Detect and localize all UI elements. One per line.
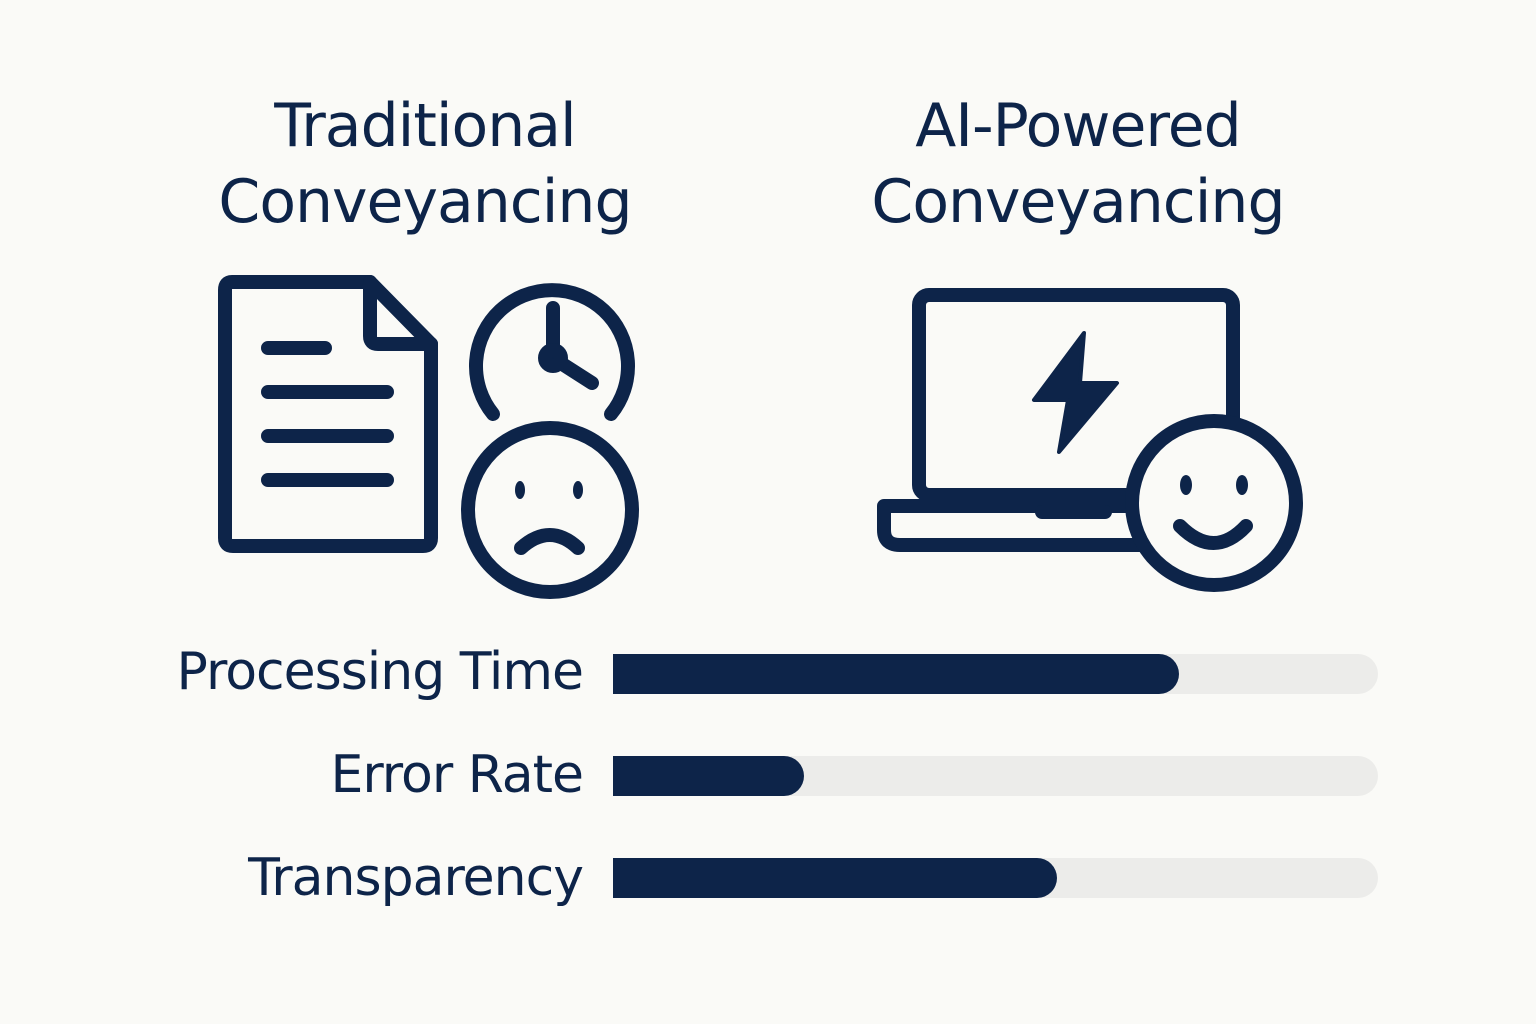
bar-fill <box>613 654 1180 694</box>
title-line: Conveyancing <box>871 167 1285 237</box>
metric-label-transparency: Transparency <box>248 848 584 908</box>
ai-powered-title: AI-Powered Conveyancing <box>778 88 1378 240</box>
clock-icon <box>469 283 635 421</box>
happy-face-icon <box>1125 414 1303 592</box>
bar-fill <box>613 858 1057 898</box>
bar-fill <box>613 756 805 796</box>
title-line: Traditional <box>274 91 576 161</box>
title-line: AI-Powered <box>915 91 1241 161</box>
metric-label-error-rate: Error Rate <box>330 745 584 805</box>
title-line: Conveyancing <box>218 167 632 237</box>
metric-bar-processing-time <box>613 654 1378 694</box>
traditional-title: Traditional Conveyancing <box>125 88 725 240</box>
metric-bar-transparency <box>613 858 1378 898</box>
metric-label-processing-time: Processing Time <box>176 642 584 702</box>
metric-bar-error-rate <box>613 756 1378 796</box>
document-icon <box>218 275 438 553</box>
sad-face-icon <box>461 421 639 599</box>
